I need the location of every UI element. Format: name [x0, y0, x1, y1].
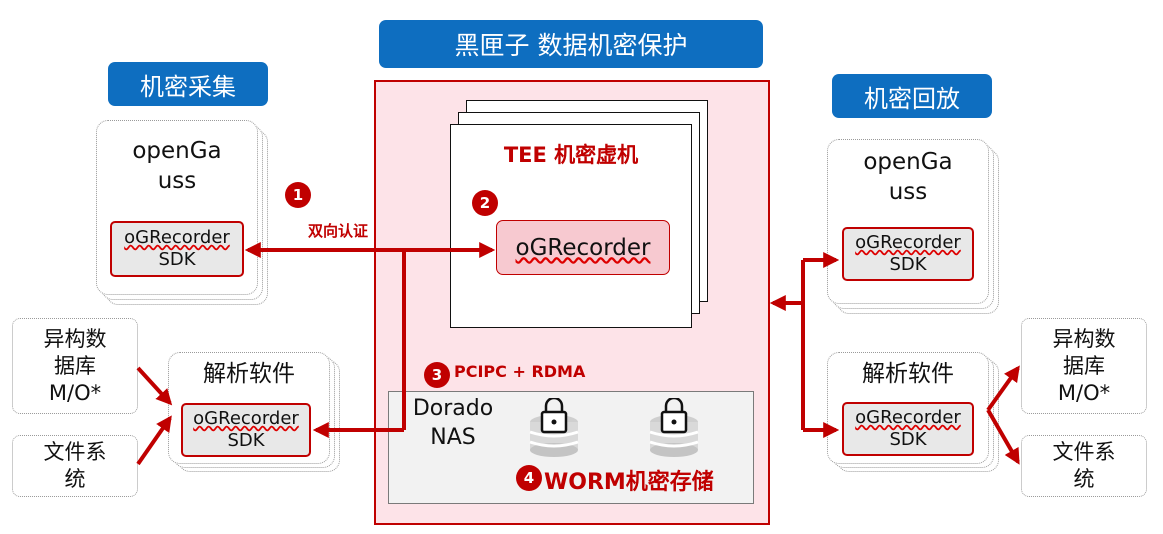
- lock-database-icon: [649, 398, 699, 457]
- right-db-sdk-line1: oGRecorder: [855, 232, 961, 253]
- right-section-label-text: 机密回放: [864, 84, 960, 113]
- left-db-sdk: oGRecorder SDK: [110, 221, 244, 277]
- left-section-label-text: 机密采集: [140, 72, 236, 101]
- storage-name-line1: Dorado: [412, 396, 494, 421]
- step-4-badge: 4: [516, 465, 542, 491]
- left-parser-sdk-line1: oGRecorder: [193, 408, 299, 429]
- left-db-name-line2: uss: [157, 168, 197, 194]
- right-parser-sdk-line1: oGRecorder: [855, 407, 961, 428]
- left-source-hetero-db-line3: M/O*: [48, 380, 102, 405]
- left-source-hetero-db: 异构数 据库 M/O*: [12, 318, 138, 414]
- tee-ogrecorder: oGRecorder: [496, 220, 670, 275]
- right-db-name-line1: openGa: [863, 149, 953, 175]
- step-1-number: 1: [292, 186, 304, 204]
- step-4-number: 4: [523, 469, 535, 487]
- tee-ogrecorder-label: oGRecorder: [515, 234, 651, 261]
- left-source-filesystem: 文件系 统: [12, 435, 138, 497]
- left-source-filesystem-line1: 文件系: [43, 440, 107, 464]
- storage-name: Dorado NAS: [398, 394, 508, 452]
- right-target-hetero-db-line2: 据库: [1063, 353, 1105, 378]
- step-3-label: PCIPC + RDMA: [454, 362, 586, 381]
- right-target-filesystem: 文件系 统: [1021, 435, 1147, 497]
- left-parser-sdk: oGRecorder SDK: [181, 403, 311, 457]
- title-banner: 黑匣子 数据机密保护: [379, 20, 763, 68]
- step-2-number: 2: [479, 194, 491, 212]
- title-text: 黑匣子 数据机密保护: [454, 31, 688, 60]
- left-source-hetero-db-line1: 异构数: [43, 326, 107, 351]
- step-2-badge: 2: [472, 190, 498, 216]
- step-3-number: 3: [431, 366, 443, 384]
- arrow-parser-to-hetero-db: [986, 365, 1020, 412]
- left-parser-name: 解析软件: [203, 361, 295, 387]
- right-target-filesystem-line1: 文件系: [1052, 440, 1116, 464]
- left-source-hetero-db-line2: 据库: [54, 353, 96, 378]
- right-db-name-line2: uss: [888, 179, 928, 205]
- step-1-badge: 1: [285, 182, 311, 208]
- left-db-sdk-line1: oGRecorder: [124, 227, 230, 248]
- left-source-filesystem-line2: 统: [64, 467, 86, 491]
- step-1-label: 双向认证: [308, 222, 369, 240]
- worm-label: WORM机密存储: [544, 470, 714, 495]
- right-section-label: 机密回放: [832, 74, 992, 118]
- right-db-sdk-line2: SDK: [889, 254, 927, 275]
- left-db-name-line1: openGa: [132, 138, 222, 164]
- left-parser-sdk-line2: SDK: [227, 430, 265, 451]
- tee-title: TEE 机密虚机: [503, 143, 639, 167]
- left-section-label: 机密采集: [108, 62, 268, 106]
- step-3-badge: 3: [424, 362, 450, 388]
- arrow-filesystem-to-parser: [136, 415, 172, 466]
- right-db-sdk: oGRecorder SDK: [842, 227, 974, 281]
- left-db-name: openGa uss: [132, 136, 221, 196]
- right-target-hetero-db: 异构数 据库 M/O*: [1021, 318, 1147, 414]
- lock-database-icon: [529, 398, 579, 457]
- storage-name-line2: NAS: [430, 425, 476, 450]
- left-db-sdk-line2: SDK: [158, 249, 196, 270]
- right-parser-name: 解析软件: [862, 361, 954, 387]
- arrow-parser-to-filesystem: [986, 409, 1020, 465]
- right-target-hetero-db-line3: M/O*: [1057, 380, 1111, 405]
- right-target-hetero-db-line1: 异构数: [1052, 326, 1116, 351]
- arrow-hetero-db-to-parser: [136, 366, 173, 406]
- right-db-name: openGa uss: [863, 147, 952, 207]
- right-parser-sdk-line2: SDK: [889, 429, 927, 450]
- right-target-filesystem-line2: 统: [1073, 467, 1095, 491]
- right-parser-sdk: oGRecorder SDK: [842, 402, 974, 456]
